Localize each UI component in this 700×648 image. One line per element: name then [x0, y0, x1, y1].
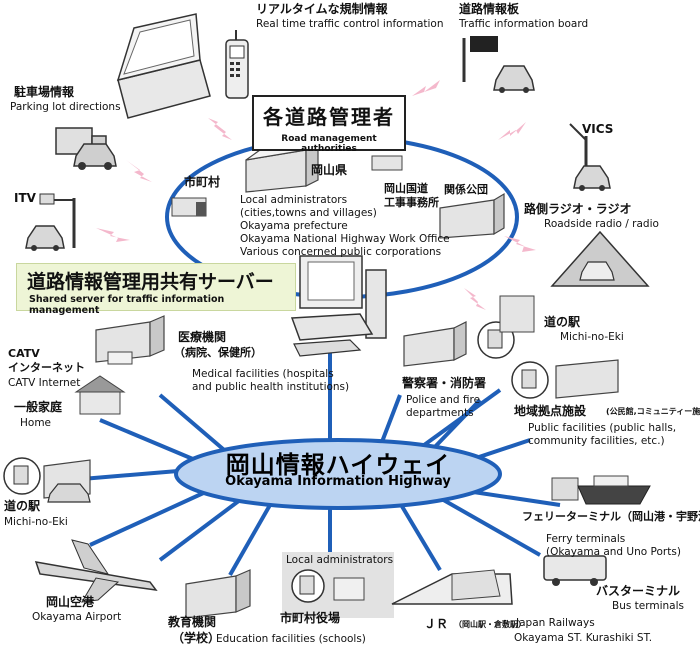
catv-label-1: CATV [8, 347, 40, 360]
national-office-label: 岡山国道 工事事務所 [384, 182, 439, 209]
radio-label-en: Roadside radio / radio [544, 218, 659, 230]
road-authorities-en: Road management authorities [281, 134, 377, 154]
vics-label: VICS [582, 122, 614, 136]
medical-label-en-1: Medical facilities (hospitals [192, 368, 334, 380]
itv-camera-icon [25, 193, 76, 251]
shared-server-jp: 道路情報管理用共有サーバー [27, 271, 274, 293]
okayama-pref-building-icon [245, 143, 319, 193]
michi-left-label-en: Michi-no-Eki [4, 516, 68, 528]
info-board-label-jp: 道路情報板 [459, 2, 520, 16]
admins-line-1: Local administrators [240, 194, 348, 206]
municipality-building-icon [171, 197, 207, 217]
public-corporation-building-icon [439, 192, 505, 239]
ferry-label-en-1: Ferry terminals [546, 533, 626, 545]
ferry-label-en-2: (Okayama and Uno Ports) [546, 546, 681, 558]
airplane-icon [34, 539, 158, 603]
local-admin-label-en: Local administrators [286, 554, 394, 566]
parking-label-en: Parking lot directions [10, 101, 121, 113]
bus-label-en: Bus terminals [612, 600, 684, 612]
medical-label-en-2: and public health institutions) [192, 381, 350, 393]
jr-label-en-2: Okayama ST. Kurashiki ST. [514, 632, 653, 644]
michi-top-label-en: Michi-no-Eki [560, 331, 624, 343]
realtime-label-jp: リアルタイムな規制情報 [256, 2, 388, 16]
education-label-jp2: （学校） [172, 631, 221, 645]
shared-server-box: 道路情報管理用共有サーバー Shared server for traffic … [16, 263, 296, 316]
catv-label-en: CATV Internet [8, 377, 81, 389]
public-facility-icon [511, 359, 619, 399]
airport-label-en: Okayama Airport [32, 611, 122, 623]
school-building-icon [185, 569, 251, 619]
police-label-en-1: Police and fire [406, 394, 481, 406]
roadside-radio-icon [550, 230, 650, 287]
jr-label-jp: ＪＲ [424, 617, 449, 631]
public-label-en-2: community facilities, etc.) [528, 435, 665, 447]
police-label-jp: 警察署・消防署 [402, 376, 487, 390]
michi-left-label-jp: 道の駅 [4, 499, 41, 513]
parking-vehicles-icon [55, 127, 117, 170]
itv-label: ITV [14, 191, 36, 205]
ferry-label-jp: フェリーターミナル（岡山港・宇野港） [522, 510, 700, 523]
okayama-pref-label: 岡山県 [311, 163, 348, 177]
michi-no-eki-icon-left [3, 457, 91, 503]
jr-label-en-1: Japan Railways [516, 617, 595, 629]
education-label-jp: 教育機関 [168, 615, 217, 629]
admins-line-4: Okayama National Highway Work Office [240, 233, 450, 245]
national-office-building-icon [371, 155, 403, 171]
mobile-phone-icon [225, 30, 249, 99]
admins-line-5: Various concerned public corporations [240, 246, 442, 258]
server-computer-icon [290, 255, 387, 357]
laptop-icon [116, 13, 211, 119]
realtime-label-en: Real time traffic control information [256, 18, 444, 30]
jr-label-jp-small: （岡山駅・倉敷駅） [454, 620, 526, 629]
michi-no-eki-icon-top [477, 295, 535, 359]
education-label-en: Education facilities (schools) [216, 633, 366, 645]
bus-label-jp: バスターミナル [596, 584, 681, 598]
police-fire-building-icon [403, 321, 467, 367]
public-label-jp-small: (公民館,コミュニティー施設) [606, 407, 700, 416]
road-authorities-jp: 各道路管理者 [263, 105, 395, 129]
medical-label-jp2: （病院、保健所） [174, 346, 262, 359]
information-board-icon [462, 36, 535, 93]
ferry-terminal-icon [551, 475, 651, 505]
train-icon [391, 569, 513, 605]
road-authorities-box: 各道路管理者 Road management authorities [252, 95, 406, 154]
house-icon [74, 375, 126, 415]
vics-beacon-icon [569, 123, 611, 191]
admins-line-3: Okayama prefecture [240, 220, 348, 232]
municipality-label: 市町村 [184, 175, 221, 189]
parking-label-jp: 駐車場情報 [14, 85, 75, 99]
info-board-label-en: Traffic information board [459, 18, 589, 30]
shared-server-en: Shared server for traffic information ma… [29, 294, 225, 316]
local-admin-label-jp: 市町村役場 [280, 611, 341, 625]
public-label-jp: 地域拠点施設 [514, 404, 587, 418]
hub-ellipse [174, 438, 502, 510]
home-label-jp: 一般家庭 [14, 400, 63, 414]
local-admin-panel [282, 552, 394, 618]
admins-line-2: (cities,towns and villages) [240, 207, 377, 219]
radio-label-jp: 路側ラジオ・ラジオ [524, 202, 632, 216]
hospital-building-icon [95, 315, 165, 365]
hub-title-en: Okayama Information Highway [225, 474, 451, 489]
airport-label-jp: 岡山空港 [46, 595, 95, 609]
hub-title-jp: 岡山情報ハイウェイ [225, 451, 451, 479]
catv-label-2: インターネット [8, 361, 85, 374]
police-label-en-2: departments [406, 407, 474, 419]
michi-top-label-jp: 道の駅 [544, 315, 581, 329]
bus-icon [543, 555, 607, 586]
medical-label-jp: 医療機関 [178, 330, 227, 344]
public-label-en-1: Public facilities (public halls, [528, 422, 677, 434]
related-corp-label: 関係公団 [444, 183, 488, 196]
home-label-en: Home [20, 417, 52, 429]
wireless-links [96, 80, 536, 310]
